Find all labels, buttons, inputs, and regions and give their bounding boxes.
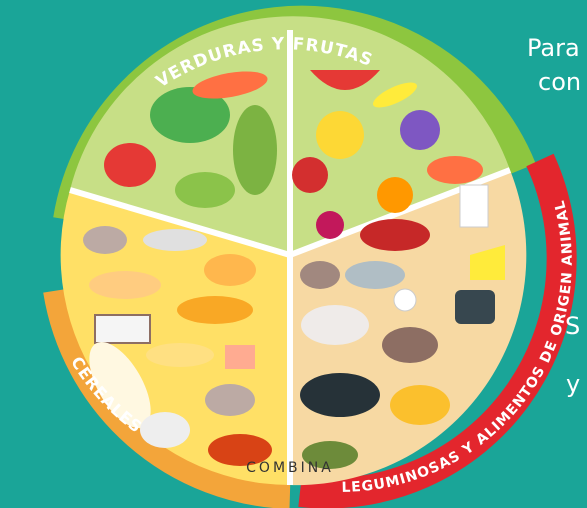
tortilla-icon xyxy=(177,296,253,324)
pasta-icon xyxy=(89,271,161,299)
fish-icon xyxy=(345,261,405,289)
egg-icon xyxy=(394,289,416,311)
crackers-icon xyxy=(146,343,214,367)
side-text-line1: Para xyxy=(527,34,580,62)
pineapple-icon xyxy=(316,111,364,159)
strawberry-icon xyxy=(316,211,344,239)
chayote-icon xyxy=(175,172,235,208)
side-text-line3: S xyxy=(565,312,580,340)
bun-icon xyxy=(140,412,190,448)
pinto-beans-icon xyxy=(382,327,438,363)
milk-icon xyxy=(460,185,488,227)
side-text-line2: con xyxy=(538,68,581,96)
bread-icon xyxy=(95,315,150,343)
cereal-flakes-icon xyxy=(205,384,255,416)
rice-icon xyxy=(143,229,207,251)
apple-icon xyxy=(292,157,328,193)
cucumber-icon xyxy=(233,105,277,195)
meat-icon xyxy=(360,219,430,251)
orange-icon xyxy=(377,177,413,213)
side-text-line4: y xyxy=(566,370,580,398)
potato-icon xyxy=(83,226,127,254)
tuna-can-icon xyxy=(455,290,495,324)
cake-icon xyxy=(225,345,255,369)
white-beans-icon xyxy=(301,305,369,345)
soup-icon xyxy=(204,254,256,286)
label-combine: COMBINA xyxy=(246,460,334,476)
tomato-icon xyxy=(104,143,156,187)
black-beans-icon xyxy=(300,373,380,417)
chickpeas-icon xyxy=(390,385,450,425)
grapes-icon xyxy=(400,110,440,150)
chicken-leg-icon xyxy=(300,261,340,289)
papaya-icon xyxy=(427,156,483,184)
